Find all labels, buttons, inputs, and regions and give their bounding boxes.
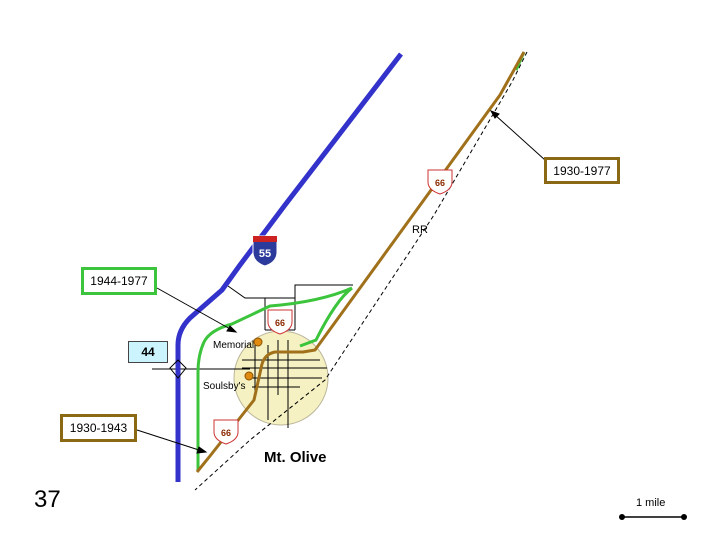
- route66-shield-north-number: 66: [435, 178, 445, 188]
- callout-1944-1977: 1944-1977: [81, 267, 157, 295]
- memorial-label: Memorial: [213, 340, 255, 351]
- callout-leaders: [136, 110, 546, 454]
- soulsbys-dot: [244, 371, 254, 381]
- soulsbys-label: Soulsby's: [203, 381, 246, 392]
- memorial-dot: [253, 337, 263, 347]
- scale-label: 1 mile: [636, 497, 666, 509]
- railroad-label: RR: [412, 224, 428, 236]
- town-name: Mt. Olive: [264, 449, 327, 466]
- page-number: 37: [34, 486, 61, 513]
- route66-shield-town-number: 66: [275, 318, 285, 328]
- interstate-55-line: [175, 52, 403, 482]
- interstate-55-shield: 55: [252, 235, 278, 267]
- state-route-44-label: 44: [128, 341, 168, 363]
- route66-1930-1977-line: [195, 51, 526, 473]
- interstate-55-shield-number: 55: [259, 248, 271, 260]
- scale-bar: [619, 514, 687, 520]
- callout-1930-1977-text: 1930-1977: [553, 163, 611, 178]
- route66-shield-north: 66: [427, 169, 453, 195]
- callout-1930-1943-text: 1930-1943: [69, 421, 128, 435]
- route66-shield-south: 66: [213, 419, 239, 445]
- callout-1930-1977: 1930-1977: [544, 157, 620, 184]
- callout-1930-1943: 1930-1943: [60, 414, 137, 442]
- route66-shield-south-number: 66: [221, 428, 231, 438]
- callout-1944-1977-text: 1944-1977: [90, 274, 148, 288]
- route66-shield-town: 66: [267, 309, 293, 335]
- railroad-line: [194, 51, 528, 491]
- interchange-44: [169, 359, 187, 379]
